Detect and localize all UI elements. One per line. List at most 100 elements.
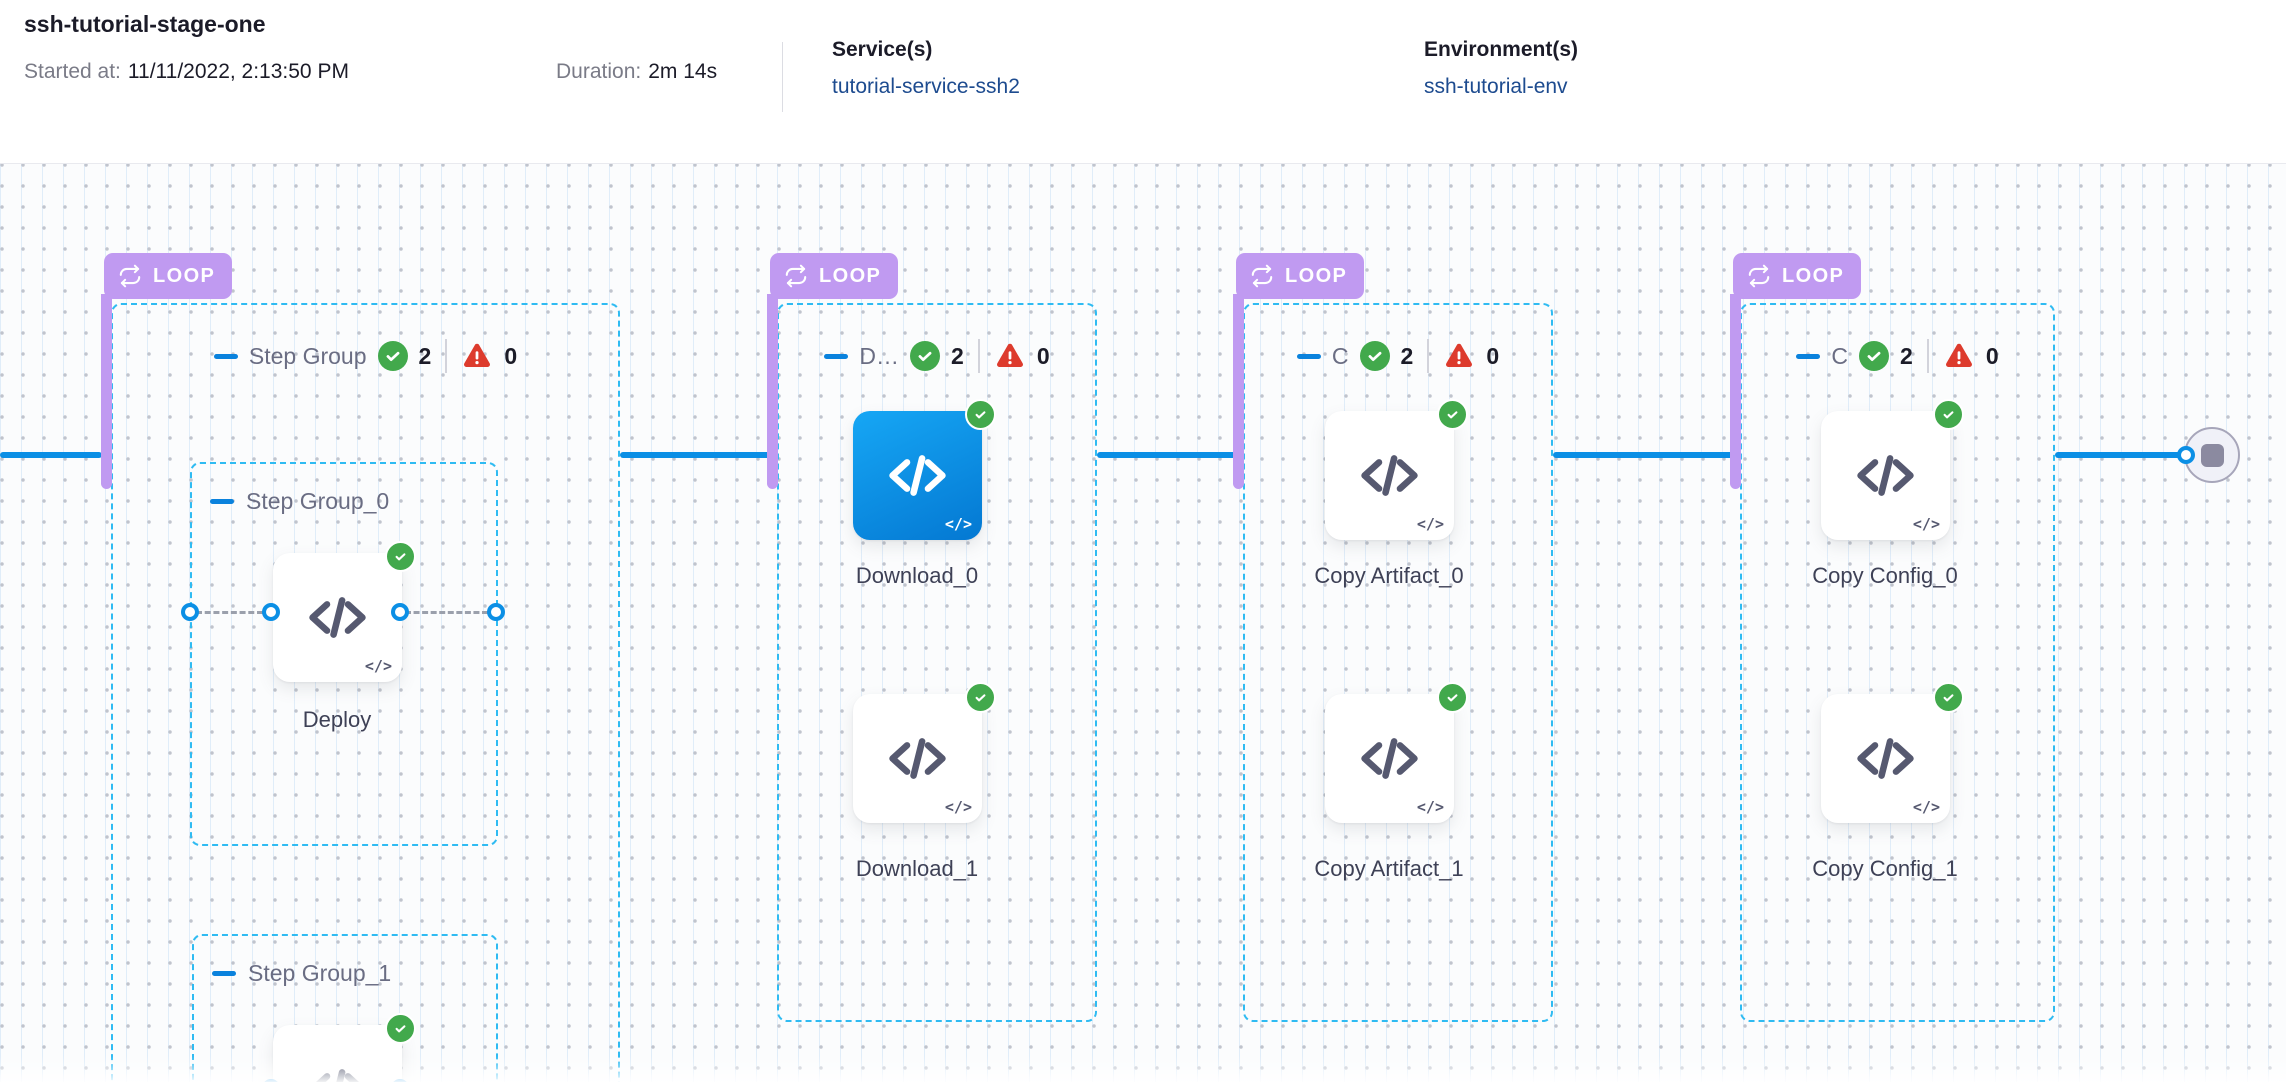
collapse-minus-icon[interactable] [824,353,849,359]
header-divider [782,42,783,112]
duration: Duration: 2m 14s [556,60,717,84]
step-label: Copy Artifact_0 [1314,563,1464,588]
loop-bar [1730,294,1741,489]
step-group-box[interactable]: C 2 0 [1243,303,1553,1022]
success-count: 2 [1900,342,1913,369]
loop-icon [119,264,141,288]
step-group-box[interactable]: D… 2 0 [777,303,1097,1022]
port-connector-line [196,611,263,614]
connector-port[interactable] [181,603,199,621]
code-step-icon [886,727,949,790]
step-card-copy-artifact-0[interactable]: </> [1325,411,1454,540]
step-group-box[interactable]: Step Group 2 0 [111,303,620,1082]
code-corner-icon: </> [944,515,972,533]
step-group-box[interactable]: C 2 0 [1740,303,2055,1022]
step-group-header: C 2 0 [1245,339,1551,373]
nested-step-group-title: Step Group_1 [248,960,392,986]
step-label: Copy Config_1 [1812,856,1958,881]
success-icon [1933,399,1964,430]
success-icon [385,1013,416,1044]
loop-icon [1251,264,1273,288]
nested-step-group-box[interactable]: Step Group_1 [192,934,498,1082]
service-link[interactable]: tutorial-service-ssh2 [832,75,1020,98]
warning-icon [996,343,1023,367]
environments-label: Environment(s) [1424,38,1579,61]
code-step-icon [1358,444,1421,507]
success-count: 2 [1400,342,1414,369]
step-group-header: C 2 0 [1742,339,2053,373]
environments-block: Environment(s) ssh-tutorial-env [1424,38,1578,99]
step-card-copy-artifact-1[interactable]: </> [1325,694,1454,823]
count-divider [1427,339,1430,373]
warning-icon [1945,343,1972,367]
count-divider [977,339,980,373]
step-card-download-1[interactable]: </> [853,694,982,823]
success-icon [910,341,941,371]
collapse-minus-icon[interactable] [1796,353,1821,359]
step-label: Download_1 [855,856,979,881]
stage-header: ssh-tutorial-stage-one Started at: 11/11… [0,0,2286,164]
port-connector-line [405,611,488,614]
connector-port[interactable] [262,603,280,621]
loop-badge: LOOP [1733,253,1862,299]
success-icon [385,541,416,572]
step-label: Copy Config_0 [1812,563,1958,588]
step-card-copy-config-0[interactable]: </> [1821,411,1950,540]
nested-step-group-title: Step Group_0 [246,488,390,514]
flow-line-segment [1553,452,1741,458]
services-block: Service(s) tutorial-service-ssh2 [832,38,1020,99]
started-at-value: 11/11/2022, 2:13:50 PM [127,60,349,83]
loop-badge: LOOP [770,253,899,299]
duration-value: 2m 14s [648,60,718,83]
warning-icon [1446,343,1473,367]
collapse-minus-icon[interactable] [212,971,236,976]
collapse-minus-icon[interactable] [1296,353,1321,359]
code-corner-icon: </> [1416,798,1444,816]
code-corner-icon: </> [364,657,392,675]
duration-label: Duration: [556,60,642,83]
collapse-minus-icon[interactable] [210,499,234,504]
failed-count: 0 [1985,342,1999,369]
success-icon [965,682,996,713]
stage-title: ssh-tutorial-stage-one [24,11,266,37]
step-card[interactable]: </> [273,1025,402,1082]
step-label: Download_0 [855,563,979,588]
step-card-download-0[interactable]: </> [853,411,982,540]
loop-badge-label: LOOP [1782,264,1845,287]
success-icon [1437,682,1468,713]
step-card-deploy[interactable]: </> [273,553,402,682]
step-group-title: C [1831,342,1849,369]
success-icon [965,399,996,430]
connector-port[interactable] [2177,446,2195,464]
success-count: 2 [418,342,432,369]
code-corner-icon: </> [1416,515,1444,533]
started-at-label: Started at: [24,60,121,83]
success-icon [1437,399,1468,430]
step-label: Deploy [302,707,372,732]
step-group-title: Step Group [248,342,367,369]
connector-port[interactable] [391,603,409,621]
connector-port[interactable] [487,603,505,621]
failed-count: 0 [1036,342,1050,369]
step-card-copy-config-1[interactable]: </> [1821,694,1950,823]
warning-icon [464,343,491,367]
code-step-icon [1854,444,1917,507]
flow-line-segment [2055,452,2181,458]
code-step-icon [306,586,369,649]
collapse-minus-icon[interactable] [213,353,238,359]
loop-bar [1233,294,1244,489]
flow-line-segment [620,452,777,458]
loop-badge-label: LOOP [1285,264,1348,287]
flow-line-segment [0,452,102,458]
loop-badge: LOOP [104,253,233,299]
loop-bar [767,294,778,489]
step-group-header: Step Group 2 0 [113,339,618,373]
step-group-header: D… 2 0 [779,339,1095,373]
loop-bar [101,294,112,489]
pipeline-canvas[interactable]: LOOP Step Group 2 0 Step Group_0 [0,163,2286,1082]
nested-step-group-box[interactable]: Step Group_0 [190,462,498,846]
environment-link[interactable]: ssh-tutorial-env [1424,75,1568,98]
failed-count: 0 [504,342,518,369]
failed-count: 0 [1486,342,1500,369]
